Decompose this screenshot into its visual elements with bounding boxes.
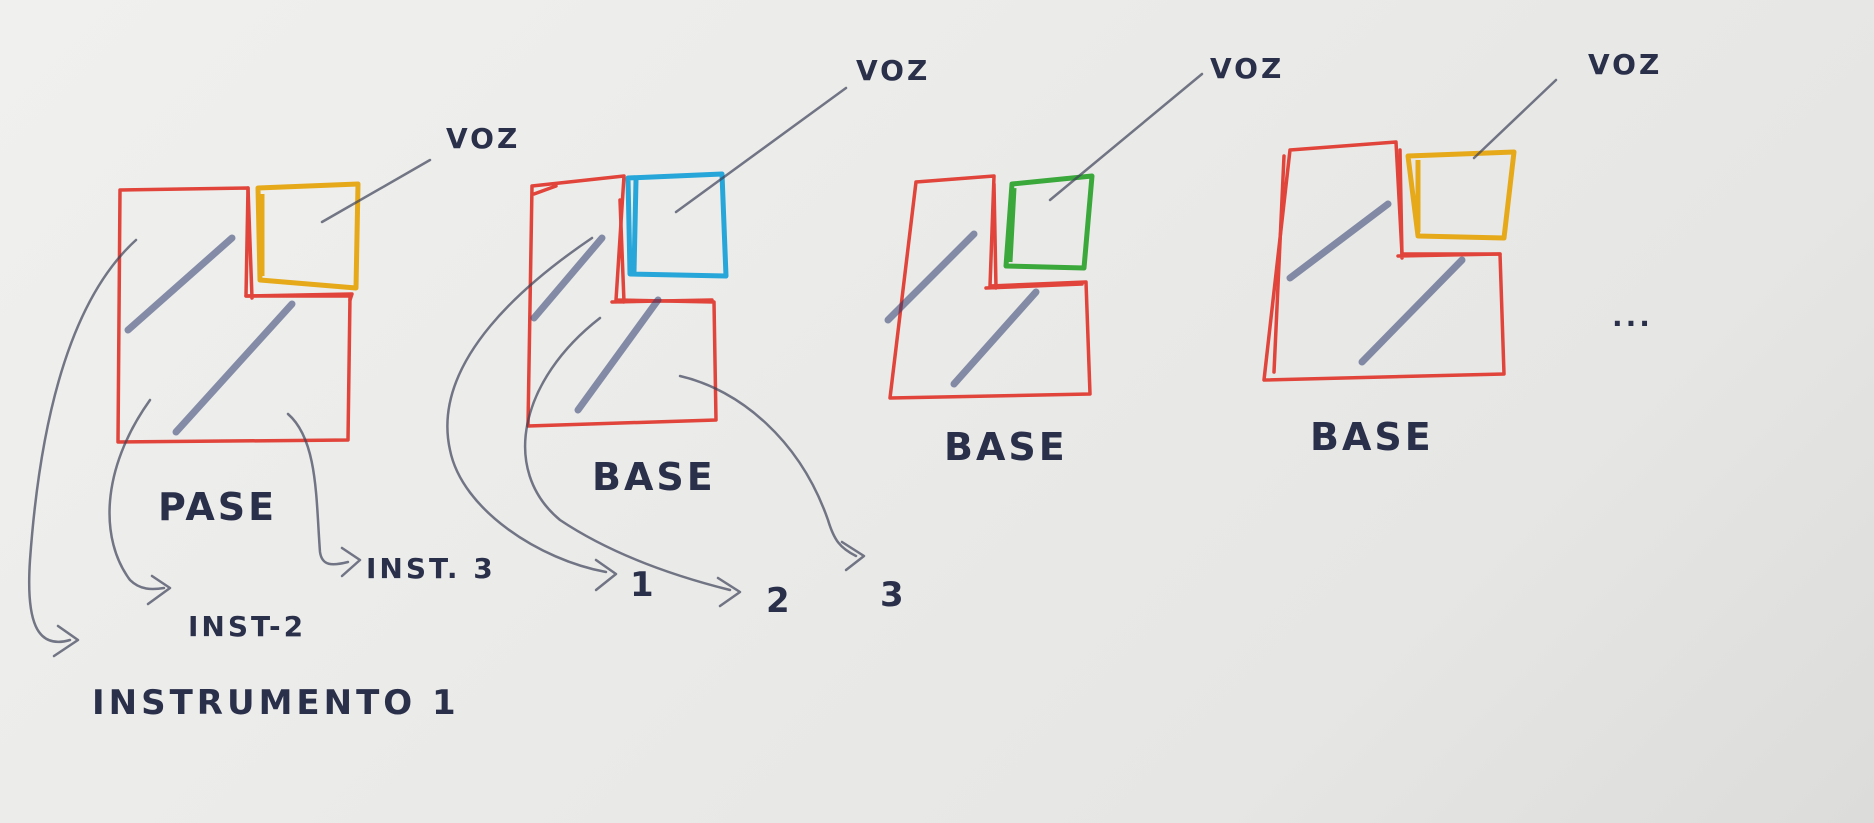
panel-1-arrow-inst2-head: [146, 574, 172, 606]
panel-2-output-2: 2: [766, 581, 794, 621]
panel-2-output-3: 3: [880, 575, 908, 615]
panel-4-voz-box: [1405, 149, 1517, 241]
instrument-2-label: INST-2: [188, 610, 306, 643]
panel-1-voz-leader: [320, 158, 432, 224]
panel-2-arrow-2: [523, 316, 732, 592]
panel-1-arrow-inst1: [27, 238, 138, 643]
panel-2-arrow-1-head: [594, 558, 618, 592]
panel-2-hatch-2: [574, 296, 662, 414]
panel-3-hatch-1: [884, 230, 978, 324]
panel-1-voz-label: VOZ: [446, 122, 520, 155]
panel-4: [1262, 78, 1558, 382]
instrument-3-label: INST. 3: [366, 552, 496, 585]
continuation-ellipsis: ...: [1612, 300, 1653, 333]
panel-4-left-edge: [1272, 154, 1286, 374]
panel-2-voz-label: VOZ: [856, 54, 930, 87]
panel-2-arrow-1: [446, 236, 608, 574]
panel-2-hatch-1: [530, 234, 606, 322]
panel-2-base-label: BASE: [592, 455, 716, 499]
panel-3-voz-leader: [1048, 72, 1204, 202]
panel-1-arrow-inst1-head: [52, 624, 80, 658]
panel-4-voz-leader: [1472, 78, 1558, 160]
panel-4-base-label: BASE: [1310, 415, 1434, 459]
panel-2-notch: [610, 198, 714, 304]
panel-2-output-1: 1: [630, 565, 658, 605]
panel-1-voz-box: [255, 181, 361, 291]
panel-1-arrow-inst3-head: [340, 546, 362, 578]
panel-3-voz-label: VOZ: [1210, 52, 1284, 85]
panel-1-hatch-1: [124, 234, 236, 334]
panel-1-base-label: PASE: [158, 485, 277, 529]
panel-4-hatch-2: [1358, 256, 1466, 366]
panel-2: [446, 86, 866, 608]
panel-3-base-label: BASE: [944, 425, 1068, 469]
panel-2-arrow-3: [678, 374, 858, 558]
panel-1-notch: [244, 186, 354, 302]
panel-1-base-frame: [116, 186, 352, 444]
panel-2-voz-box: [625, 171, 729, 279]
panel-3-base-frame: [888, 174, 1092, 400]
panel-4-hatch-1: [1286, 200, 1392, 282]
panel-3-voz-box: [1003, 173, 1095, 271]
panel-3: [884, 72, 1204, 400]
panel-4-notch: [1396, 148, 1502, 260]
panel-3-hatch-2: [950, 288, 1040, 388]
panel-1-arrow-inst3: [286, 412, 350, 566]
panel-2-arrow-2-head: [716, 576, 742, 608]
panel-1: [27, 158, 432, 658]
panel-1-hatch-2: [172, 300, 296, 436]
instrument-1-label: INSTRUMENTO 1: [92, 683, 460, 723]
panel-2-tick: [532, 184, 558, 196]
panel-1-arrow-inst2: [108, 398, 166, 591]
panel-2-voz-leader: [674, 86, 848, 214]
panel-3-notch: [984, 182, 1084, 290]
panel-2-arrow-3-head: [840, 540, 866, 572]
panel-4-voz-label: VOZ: [1588, 48, 1662, 81]
